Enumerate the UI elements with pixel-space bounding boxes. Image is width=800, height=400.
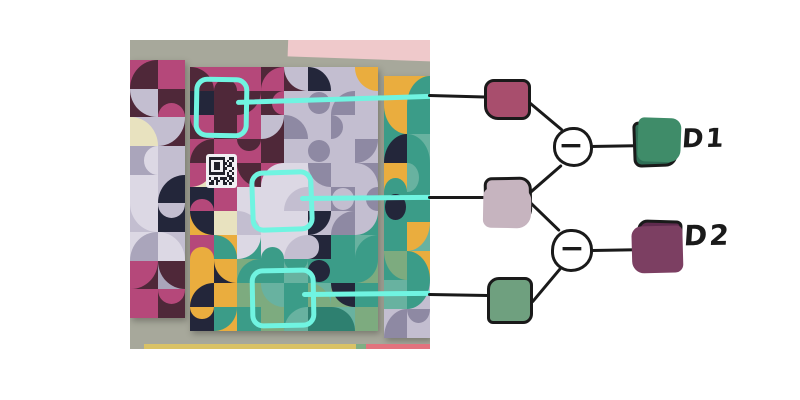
input-swatch-bottom bbox=[481, 277, 535, 330]
poster-right bbox=[384, 76, 430, 338]
connector-op1-to-d1 bbox=[588, 144, 637, 149]
artwork-photo bbox=[130, 40, 430, 349]
connector-photo-to-swatch-2 bbox=[428, 196, 486, 200]
input-swatch-middle bbox=[482, 176, 533, 229]
marker-bleed bbox=[482, 187, 532, 229]
output-label-d2: D2 bbox=[682, 218, 732, 253]
bottom-strip-yellow bbox=[144, 344, 356, 349]
minus-icon: − bbox=[559, 231, 585, 266]
output-label-d1: D1 bbox=[680, 123, 727, 155]
output-swatch-d1 bbox=[632, 117, 682, 168]
bottom-strip-pink bbox=[366, 344, 430, 349]
marker-bleed bbox=[637, 117, 682, 163]
minus-icon: − bbox=[558, 127, 584, 163]
input-swatch-top bbox=[477, 79, 531, 126]
output-swatch-d2 bbox=[631, 219, 684, 274]
marker-bleed bbox=[481, 282, 535, 330]
marker-bleed bbox=[631, 225, 684, 274]
highlight-region-top bbox=[193, 76, 250, 139]
highlight-region-middle bbox=[248, 168, 316, 234]
marker-bleed bbox=[477, 86, 528, 126]
connector-photo-to-swatch-3 bbox=[427, 293, 490, 298]
connector-photo-to-swatch-1 bbox=[427, 94, 487, 99]
subtract-operator-2: − bbox=[551, 229, 593, 272]
connector-swatch2-to-op1 bbox=[526, 163, 564, 196]
highlight-region-bottom bbox=[249, 267, 317, 329]
connector-swatch3-to-op2 bbox=[530, 265, 564, 304]
poster-left bbox=[130, 60, 185, 318]
bottom-strip-green bbox=[356, 344, 366, 349]
subtract-operator-1: − bbox=[553, 127, 593, 167]
pink-note bbox=[287, 40, 430, 62]
qr-code bbox=[206, 154, 237, 188]
